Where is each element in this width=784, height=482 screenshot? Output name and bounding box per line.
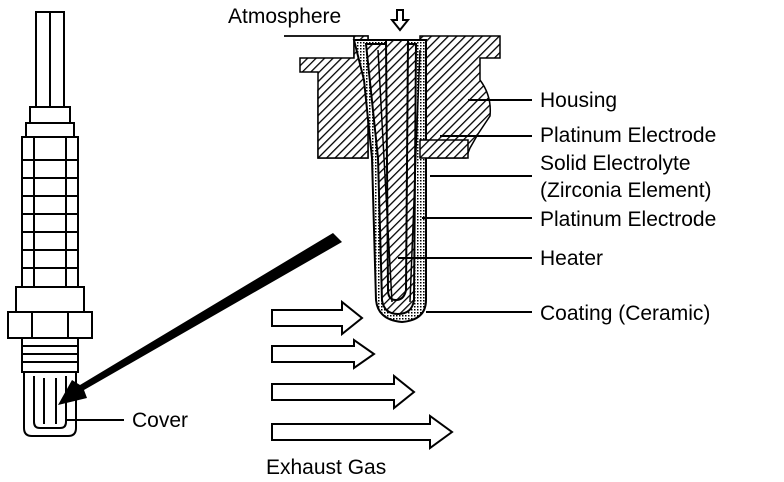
down-arrow-icon <box>389 9 411 32</box>
label-cover: Cover <box>132 409 188 432</box>
oxygen-sensor <box>7 11 93 437</box>
label-solid-electrolyte: Solid Electrolyte <box>540 152 691 175</box>
sensor-cutaway <box>284 35 501 324</box>
label-housing: Housing <box>540 89 617 112</box>
heater-shape <box>384 39 410 302</box>
label-platinum-electrode-outer: Platinum Electrode <box>540 124 716 147</box>
label-coating: Coating (Ceramic) <box>540 302 710 325</box>
right-arrow-icon <box>271 373 416 411</box>
right-arrow-icon <box>271 299 364 337</box>
exhaust-flow-arrows <box>271 299 454 450</box>
label-zirconia-element: (Zirconia Element) <box>540 179 712 202</box>
label-atmosphere: Atmosphere <box>228 5 341 28</box>
label-platinum-electrode-inner: Platinum Electrode <box>540 208 716 231</box>
right-arrow-icon <box>271 414 454 450</box>
label-heater: Heater <box>540 247 603 270</box>
label-exhaust-gas: Exhaust Gas <box>266 456 386 479</box>
right-arrow-icon <box>271 338 376 370</box>
zoom-pointer-arrow <box>58 233 342 405</box>
leader-lines <box>66 99 532 421</box>
